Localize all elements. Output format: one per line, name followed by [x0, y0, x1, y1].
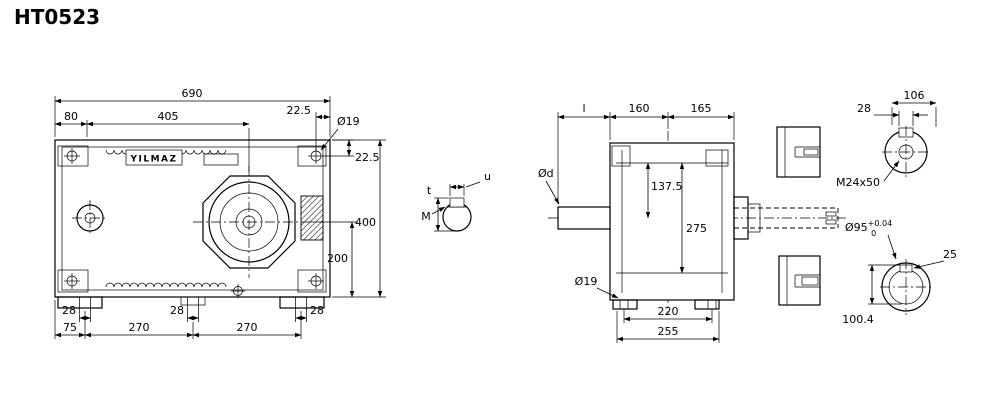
cooling-fins-bottom [105, 282, 227, 288]
brand-label: YILMAZ [129, 155, 177, 165]
brand-plate [125, 149, 183, 166]
hub-side-view-top [776, 126, 821, 178]
dim-hole-offset-right: 22.5 [355, 151, 380, 164]
dim-keyway-width: 25 [943, 248, 957, 261]
front-view-dimensions: l 160 165 137.5 275 Ø19 220 255 [557, 102, 735, 343]
output-shaft-boss [193, 166, 305, 278]
dim-span-left: 270 [129, 321, 150, 334]
shaft-end-view [882, 126, 930, 178]
front-body-outline [609, 142, 735, 301]
label-key-width: u [484, 170, 491, 183]
label-shaft-dia: Ød [538, 167, 554, 180]
dim-slot-left: 28 [62, 304, 76, 317]
dim-span-right: 270 [237, 321, 258, 334]
side-view-dimensions: 690 80 405 22.5 Ø19 22.5 400 200 [54, 87, 386, 339]
label-thread: M [421, 210, 431, 223]
dim-center-height: 200 [327, 252, 348, 265]
dim-foot-left: 75 [63, 321, 77, 334]
dim-bore-keyway: 100.4 [842, 313, 874, 326]
output-housing [733, 196, 839, 240]
input-shaft-boss [72, 200, 108, 236]
input-shaft [557, 206, 611, 230]
side-view: YILMAZ 690 80 [54, 87, 386, 339]
vent-hatch [300, 195, 324, 241]
dim-inner-height: 275 [686, 222, 707, 235]
label-thread-size: M24x50 [836, 176, 880, 189]
dim-half-height: 137.5 [651, 180, 683, 193]
dim-height: 400 [355, 216, 376, 229]
gearbox-body-outline [54, 139, 331, 298]
label-key-depth: t [427, 184, 432, 197]
type-plate [203, 153, 239, 166]
dim-foot-hole-dia: Ø19 [575, 275, 598, 288]
dim-slot-mid: 28 [170, 304, 184, 317]
front-view: l 160 165 137.5 275 Ø19 220 255 [548, 102, 848, 343]
dim-bolt-span: 220 [658, 305, 679, 318]
mounting-feet [57, 296, 325, 309]
bore-end-view [880, 259, 932, 315]
dim-right-width: 165 [691, 102, 712, 115]
dim-center-offset: 405 [158, 110, 179, 123]
dim-slot-right: 28 [310, 304, 324, 317]
dim-hole-dia: Ø19 [337, 115, 360, 128]
corner-bolt-holes [64, 148, 324, 298]
hub-side-view-bottom [778, 255, 821, 306]
dim-hole-offset-top: 22.5 [287, 104, 312, 117]
drawing-title: HT0523 [14, 5, 100, 29]
front-feet [612, 299, 720, 310]
dim-left-offset: 80 [64, 110, 78, 123]
dim-shaft-length: l [582, 102, 585, 115]
dim-key-width: 28 [857, 102, 871, 115]
dim-base-width: 255 [658, 325, 679, 338]
key-cross-section [449, 197, 465, 208]
dim-total-width: 690 [182, 87, 203, 100]
dim-left-width: 160 [629, 102, 650, 115]
key-section-detail: u t M Ød [421, 167, 560, 232]
dim-length: 106 [904, 89, 925, 102]
